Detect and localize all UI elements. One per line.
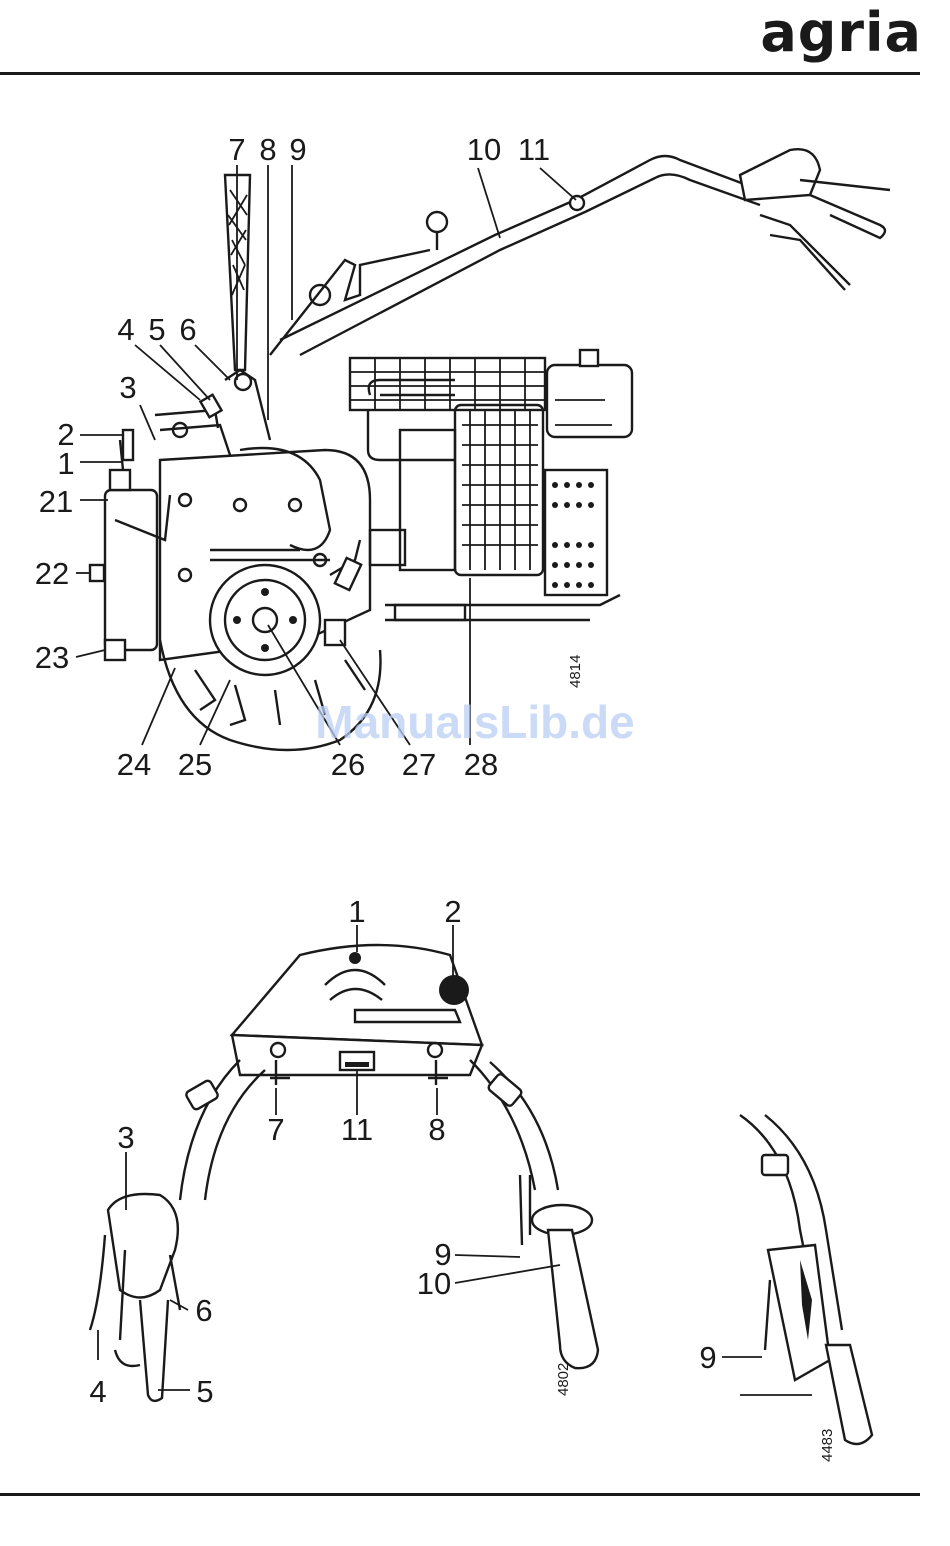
callout-br-9: 9 (699, 1340, 716, 1375)
leader-lines (76, 165, 576, 745)
figure-tiller-side-view: 7 8 9 10 11 4 5 6 3 2 1 21 22 23 24 25 2… (0, 0, 950, 800)
figure-handlebar-controls: 1 2 7 11 8 3 6 4 5 9 10 9 4802 4483 (0, 800, 950, 1490)
callout-6: 6 (179, 312, 196, 347)
callout-bl-6: 6 (195, 1293, 212, 1328)
right-grip-drawing (470, 1060, 598, 1368)
callout-8: 8 (259, 132, 276, 167)
callout-28: 28 (464, 747, 498, 782)
callout-24: 24 (117, 747, 151, 782)
callout-bl-1: 1 (348, 894, 365, 929)
callout-bl-10: 10 (417, 1266, 451, 1301)
callout-7: 7 (228, 132, 245, 167)
callout-4: 4 (117, 312, 134, 347)
callout-10: 10 (467, 132, 501, 167)
handlebar-console-drawing (232, 945, 482, 1085)
callout-1: 1 (57, 446, 74, 481)
figure-number-bottom-right: 4483 (819, 1429, 836, 1462)
left-grip-drawing (90, 1060, 265, 1401)
callout-21: 21 (39, 484, 73, 519)
handlebar-drawing (270, 149, 890, 355)
callout-bl-11: 11 (341, 1112, 373, 1147)
callout-bl-8: 8 (428, 1112, 445, 1147)
callout-bl-2: 2 (444, 894, 461, 929)
figure-number-bottom-left: 4802 (555, 1363, 572, 1396)
footer-rule (0, 1493, 920, 1496)
callout-27: 27 (402, 747, 436, 782)
callout-25: 25 (178, 747, 212, 782)
callout-3: 3 (119, 370, 136, 405)
callout-26: 26 (331, 747, 365, 782)
side-grip-drawing (740, 1115, 872, 1444)
callout-23: 23 (35, 640, 69, 675)
watermark: ManualsLib.de (315, 696, 634, 748)
callout-bl-3: 3 (117, 1120, 134, 1155)
callout-9: 9 (289, 132, 306, 167)
callout-5: 5 (148, 312, 165, 347)
callout-bl-4: 4 (89, 1374, 106, 1409)
callout-bl-5: 5 (196, 1374, 213, 1409)
engine-drawing (350, 350, 632, 620)
callout-bl-7: 7 (267, 1112, 284, 1147)
callout-22: 22 (35, 556, 69, 591)
figure-number-top: 4814 (567, 655, 584, 688)
callout-11: 11 (518, 132, 550, 167)
